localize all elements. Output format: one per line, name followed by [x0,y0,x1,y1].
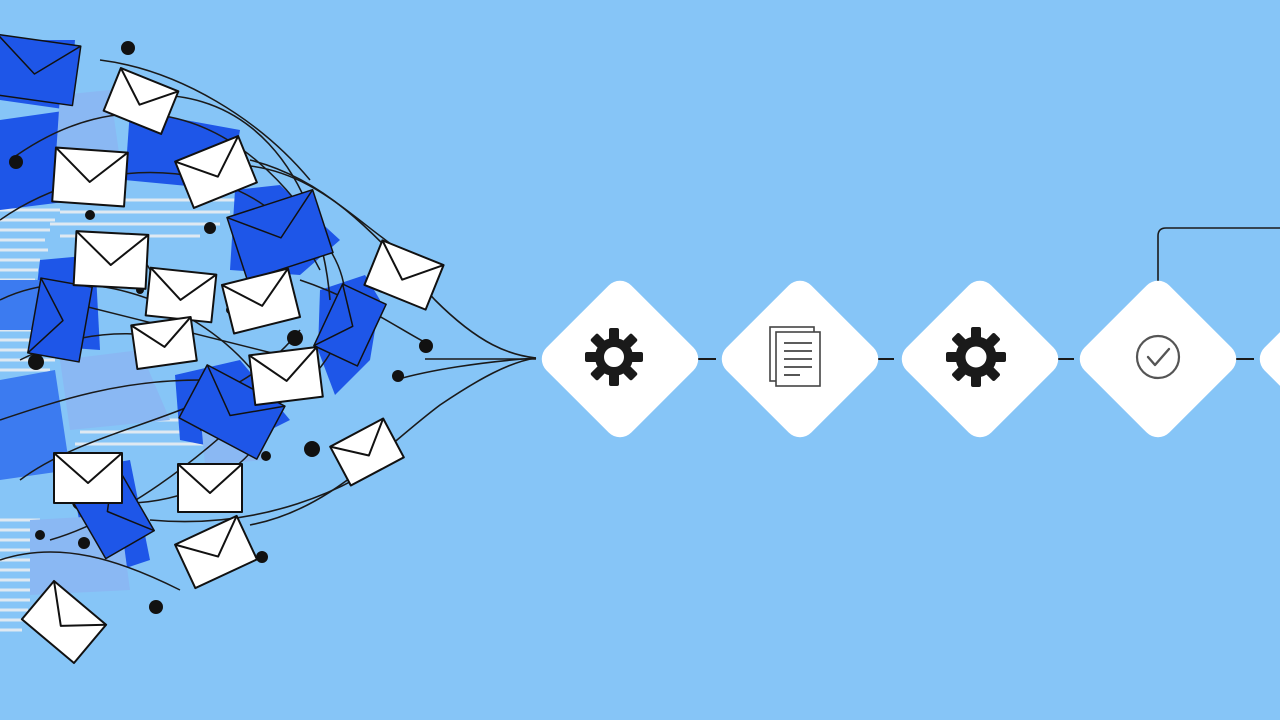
pipeline-step-4 [1079,280,1237,438]
email-envelope-icon [51,146,129,208]
email-envelopes [20,67,445,665]
email-envelope-icon [72,230,150,290]
document-icon [769,326,821,387]
gear-icon [946,327,1006,387]
email-envelope-icon [329,417,405,487]
email-envelope-icon [220,267,302,335]
email-envelope-icon [130,316,198,370]
email-envelope-icon [363,239,445,311]
email-envelope-icon [248,346,324,406]
email-envelope-icon [53,452,123,504]
email-envelope-icon [102,67,180,135]
email-envelope-icon [144,266,218,324]
email-envelope-icon [20,579,108,665]
pipeline-step-2 [721,280,879,438]
check-circle-icon [1135,334,1181,380]
pipeline-step-1 [541,280,699,438]
email-envelope-icon [177,463,243,513]
pipeline-step-3 [901,280,1059,438]
email-envelope-icon [174,514,258,590]
gear-icon [585,328,643,386]
blue-envelopes [0,33,387,560]
email-envelope-icon [174,135,258,209]
pipeline [541,227,1280,438]
